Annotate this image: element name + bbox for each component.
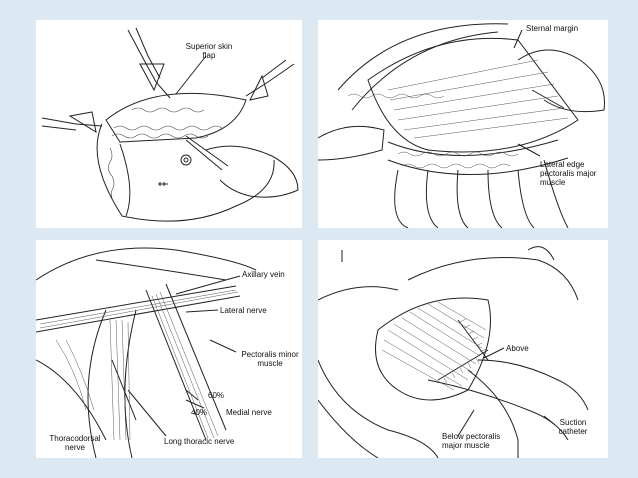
lateral-edge-label: Lateral edge pectoralis major muscle bbox=[540, 160, 596, 187]
lateral-nerve-label: Lateral nerve bbox=[220, 306, 267, 315]
axillary-vein-label: Axillary vein bbox=[242, 270, 285, 279]
skin-flap-drawing bbox=[41, 27, 299, 222]
below-pectoralis-label-line2: major muscle bbox=[442, 441, 490, 450]
lateral-edge-label-line1: Lateral edge bbox=[540, 160, 585, 169]
pectoralis-minor-label-line2: muscle bbox=[257, 359, 283, 368]
panel-drain-placement-illustration: Above Suction catheter Below pectoralis … bbox=[318, 240, 608, 458]
medial-nerve-label: Medial nerve bbox=[226, 408, 272, 417]
superior-skin-flap-label-line1: Superior skin bbox=[185, 42, 233, 51]
pectoralis-minor-label: Pectoralis minor muscle bbox=[238, 350, 302, 368]
above-label: Above bbox=[506, 344, 529, 353]
panel-axillary-nerves-illustration: Axillary vein Lateral nerve Pectoralis m… bbox=[36, 240, 302, 458]
panel-skin-flap-illustration: Superior skin flap bbox=[36, 20, 302, 228]
axillary-nerves-drawing bbox=[36, 247, 257, 458]
suction-catheter-label: Suction catheter bbox=[548, 418, 598, 436]
below-pectoralis-label: Below pectoralis major muscle bbox=[442, 432, 500, 450]
below-pectoralis-label-line1: Below pectoralis bbox=[442, 432, 501, 441]
thoracodorsal-nerve-label: Thoracodorsal nerve bbox=[42, 434, 108, 452]
forty-percent-label: 40% bbox=[191, 408, 208, 417]
drain-placement-drawing bbox=[318, 246, 589, 458]
pectoralis-major-drawing bbox=[318, 23, 605, 228]
superior-skin-flap-label: Superior skin flap bbox=[182, 42, 236, 60]
pectoralis-minor-label-line1: Pectoralis minor bbox=[241, 350, 299, 359]
long-thoracic-nerve-label: Long thoracic nerve bbox=[164, 437, 235, 446]
lateral-edge-label-line3: muscle bbox=[540, 178, 566, 187]
suction-catheter-label-line1: Suction bbox=[559, 418, 587, 427]
thoracodorsal-nerve-label-line2: nerve bbox=[64, 443, 85, 452]
panel-pectoralis-major-illustration: Sternal margin Lateral edge pectoralis m… bbox=[318, 20, 608, 228]
sixty-percent-label: 60% bbox=[208, 391, 225, 400]
lateral-edge-label-line2: pectoralis major bbox=[540, 169, 597, 178]
thoracodorsal-nerve-label-line1: Thoracodorsal bbox=[49, 434, 101, 443]
sternal-margin-label: Sternal margin bbox=[526, 24, 579, 33]
superior-skin-flap-label-line2: flap bbox=[202, 51, 216, 60]
suction-catheter-label-line2: catheter bbox=[558, 427, 588, 436]
